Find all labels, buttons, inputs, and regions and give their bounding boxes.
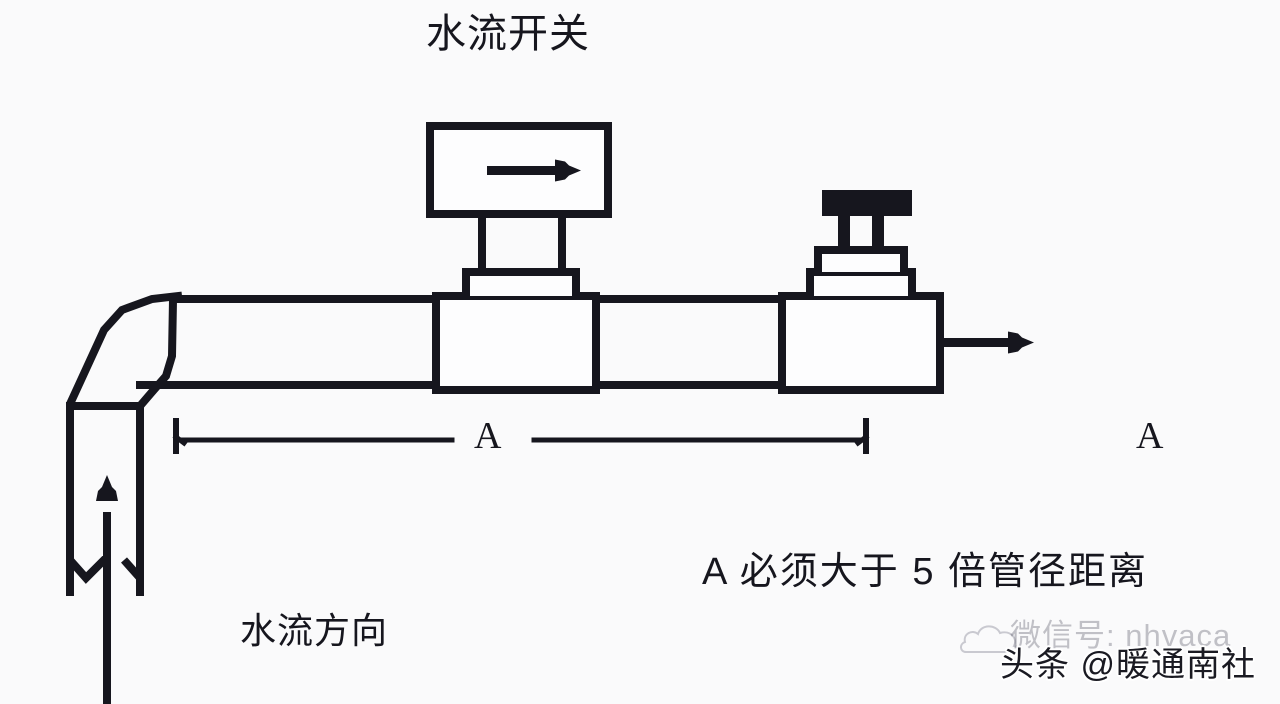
standalone-letter-label: A: [1136, 415, 1164, 457]
flow-direction-label: 水流方向: [240, 610, 389, 651]
outlet-arrow-icon: [940, 331, 1034, 354]
page-title: 水流开关: [426, 12, 590, 56]
watermark-toutiao: 头条 @暖通南社: [1000, 646, 1256, 684]
pipe-run-middle: [592, 295, 786, 389]
dimension-line-a: [172, 418, 870, 454]
dimension-letter-label: A: [474, 415, 502, 457]
gate-valve: [778, 190, 944, 394]
riser-flow-arrow: [96, 475, 118, 704]
watermark-wechat: 微信号: nhvaca: [1010, 618, 1232, 653]
inlet-elbow: [66, 291, 183, 596]
valve-stem: [838, 212, 884, 252]
valve-handle: [822, 190, 912, 216]
pipe-run-inlet: [136, 295, 440, 389]
dimension-note: A 必须大于 5 倍管径距离: [702, 551, 1149, 593]
flow-switch-arrow-icon: [487, 159, 581, 182]
flow-switch: [426, 122, 612, 394]
watermark-cloud-icon: [960, 625, 1020, 653]
